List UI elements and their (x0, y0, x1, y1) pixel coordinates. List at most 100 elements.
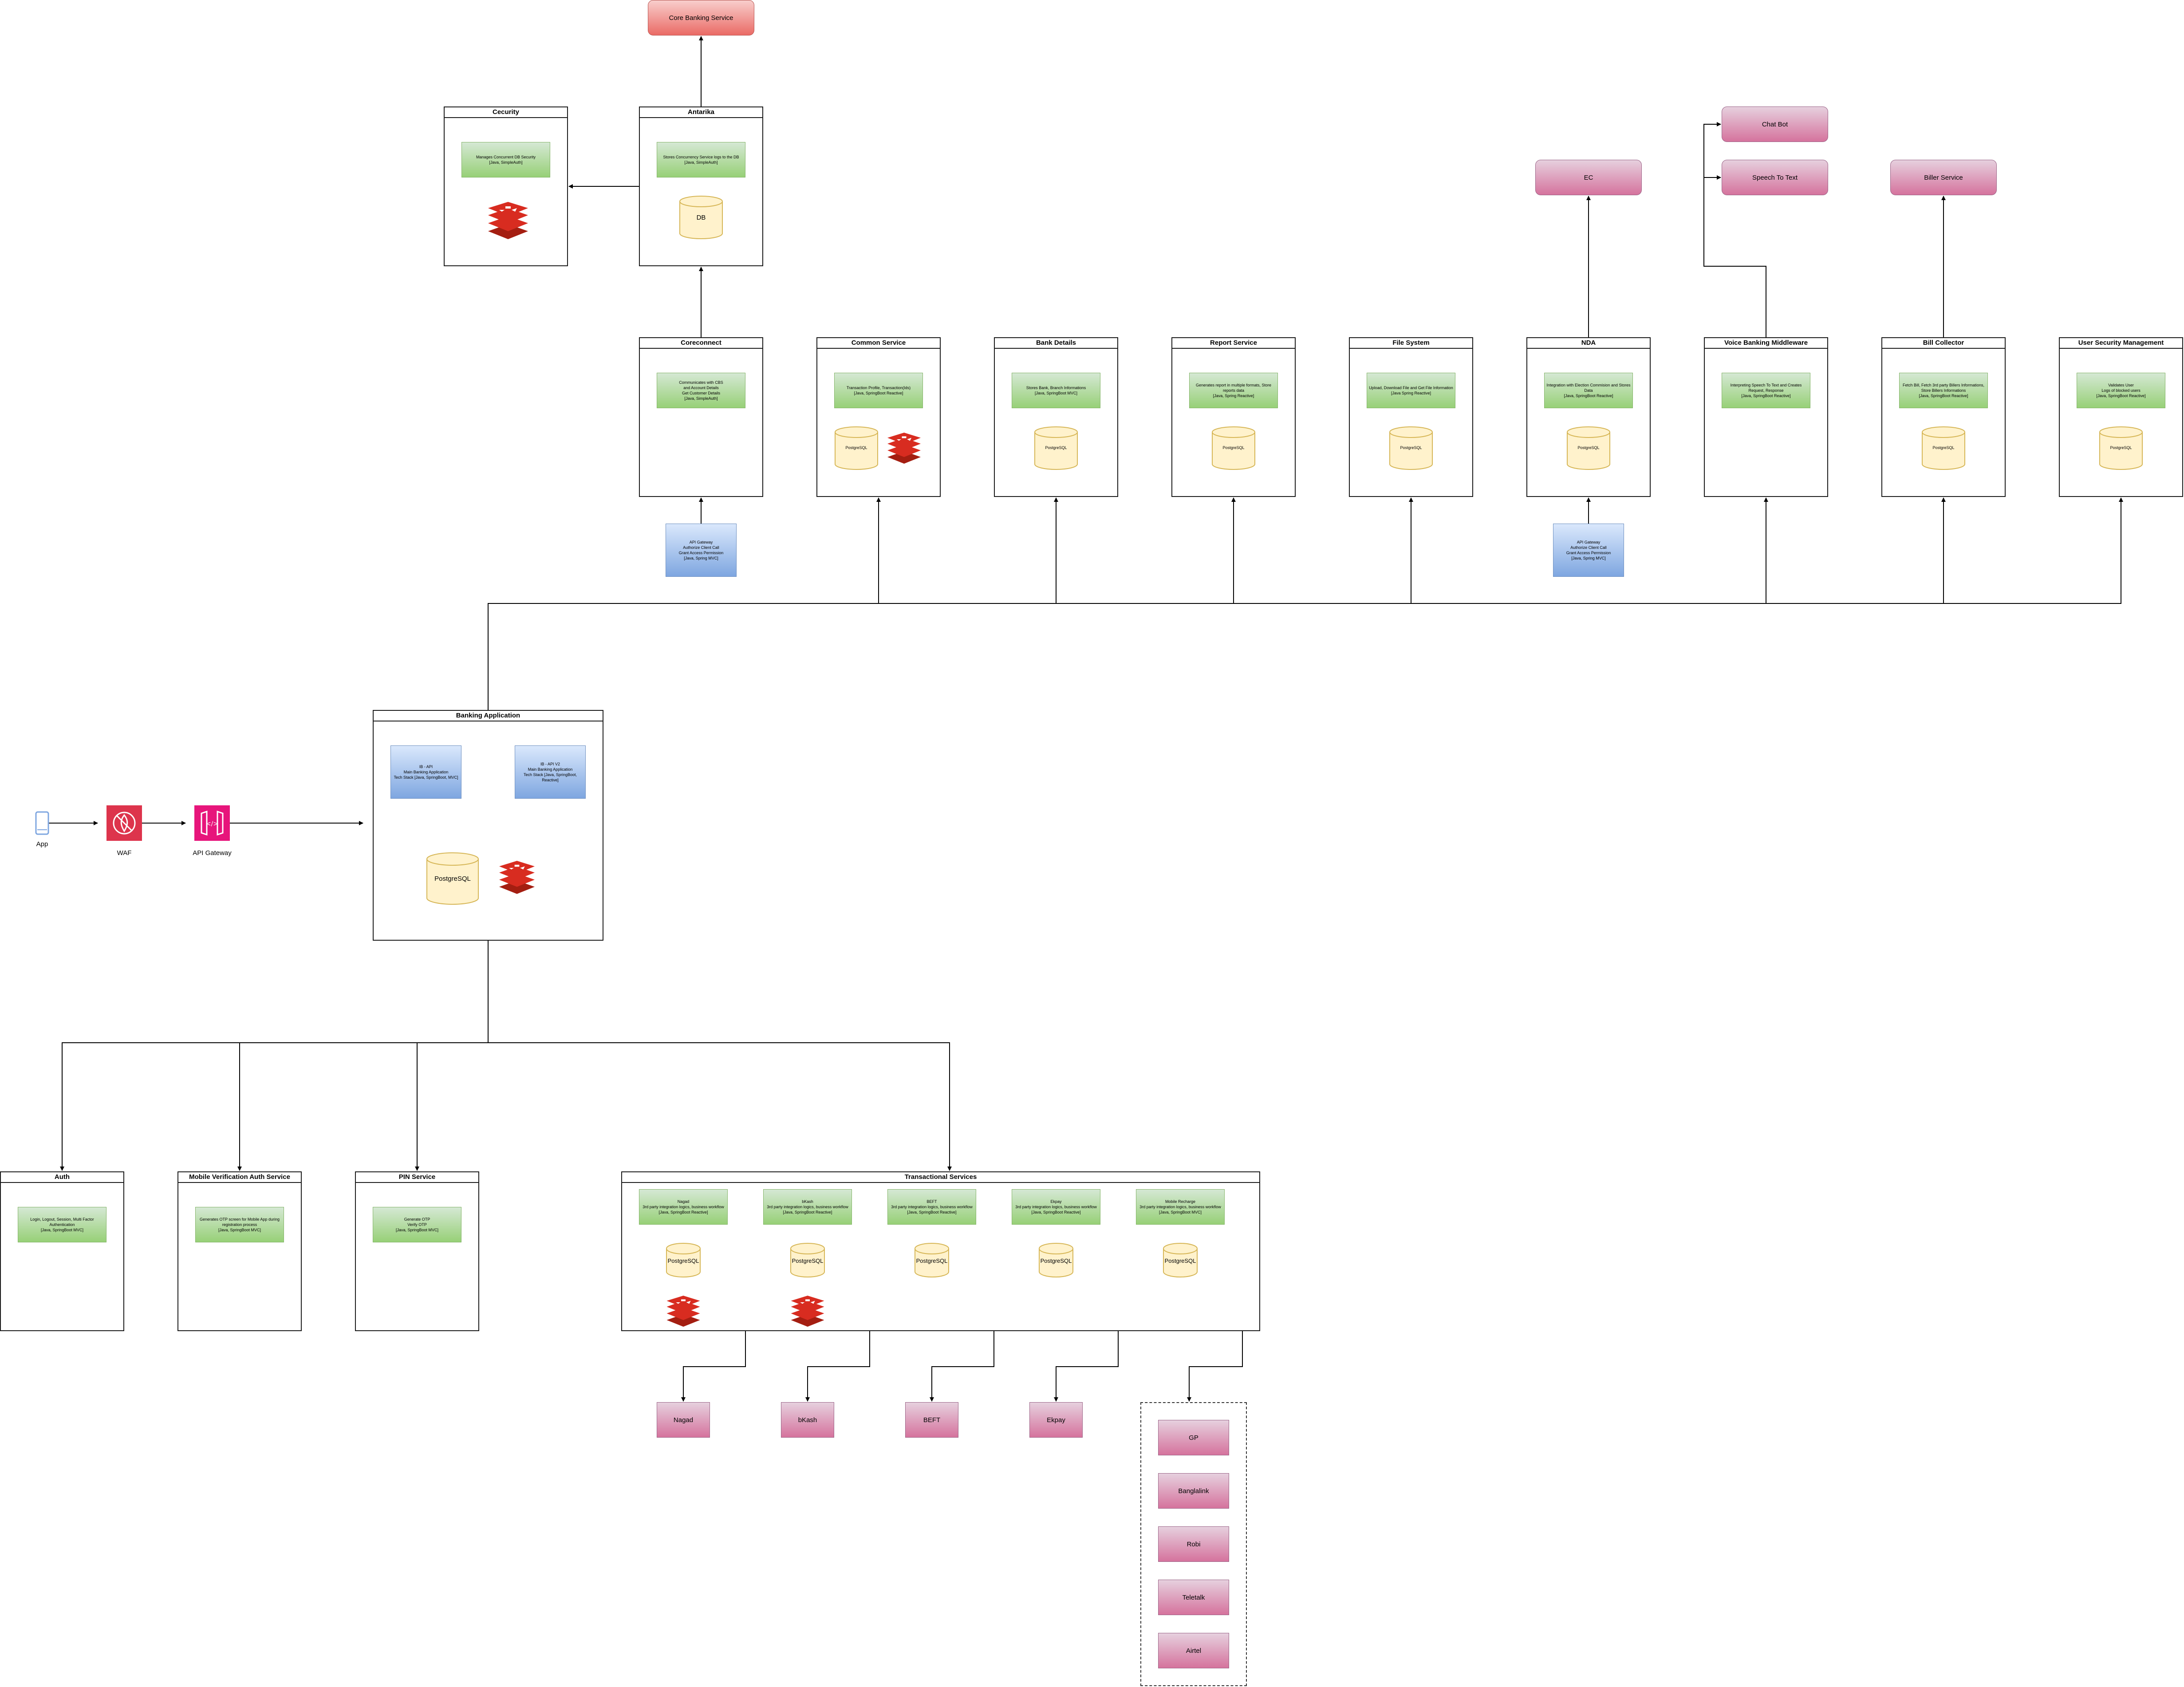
banking-application-container: Banking Application (373, 710, 603, 941)
file-system-container: File System (1349, 337, 1473, 497)
operator-teletalk[interactable]: Teletalk (1158, 1580, 1229, 1615)
pin-container: PIN Service (355, 1171, 479, 1331)
waf-icon[interactable] (106, 805, 142, 841)
bill-collector-db: PostgreSQL (1921, 426, 1966, 470)
operator-banglalink[interactable]: Banglalink (1158, 1473, 1229, 1509)
api-gateway-nda[interactable]: API Gateway Authorize Client Call Grant … (1553, 524, 1624, 577)
file-system-db: PostgreSQL (1389, 426, 1433, 470)
nda-title: NDA (1527, 338, 1650, 349)
voice-banking-middleware-title: Voice Banking Middleware (1705, 338, 1827, 349)
operator-robi[interactable]: Robi (1158, 1526, 1229, 1562)
link-bus-bank (879, 497, 1058, 604)
nda-container: NDA (1526, 337, 1651, 497)
common-service-db: PostgreSQL (834, 426, 879, 470)
transactional-db-label: PostgreSQL (916, 1257, 948, 1264)
redis-icon (488, 202, 528, 239)
link-bus-usm (1944, 497, 2123, 604)
bill-collector-title: Bill Collector (1882, 338, 2005, 349)
waf-label: WAF (117, 849, 132, 857)
pin-title: PIN Service (356, 1172, 478, 1183)
mobile-auth-title: Mobile Verification Auth Service (178, 1172, 301, 1183)
cecurity-container: Cecurity (444, 106, 568, 266)
biller-service[interactable]: Biller Service (1890, 160, 1997, 195)
common-service-db-label: PostgreSQL (845, 445, 867, 450)
transactional-db: PostgreSQL (1163, 1242, 1198, 1278)
svg-text:</>: </> (206, 820, 218, 828)
user-security-management-container: User Security Management (2059, 337, 2183, 497)
link-bank-auth (60, 941, 489, 1171)
file-system-desc: Upload, Download File and Get File Infor… (1367, 373, 1455, 408)
transactional-db: PostgreSQL (790, 1242, 825, 1278)
bank-details-container: Bank Details (994, 337, 1118, 497)
user-security-management-db: PostgreSQL (2099, 426, 2143, 470)
transactional-db-label: PostgreSQL (792, 1257, 824, 1264)
bank-details-db: PostgreSQL (1034, 426, 1078, 470)
common-service-desc: Transaction Profile, Transaction(Ids) [J… (834, 373, 923, 408)
voice-banking-middleware-desc: Interpreting Speech To Text and Creates … (1722, 373, 1810, 408)
ib-api-v2[interactable]: IB - API V2 Main Banking Application Tec… (515, 745, 586, 799)
banking-db-label: PostgreSQL (434, 875, 471, 883)
banking-application-title: Banking Application (374, 711, 603, 721)
app-label: App (36, 840, 48, 848)
transactional-item-desc: Ekpay 3rd party integration logics, busi… (1012, 1189, 1100, 1225)
link-bus-bill (1766, 497, 1946, 604)
coreconnect-container: Coreconnect (639, 337, 763, 497)
bank-details-db-label: PostgreSQL (1045, 445, 1067, 450)
link-bank-trans (488, 1042, 952, 1171)
coreconnect-title: Coreconnect (640, 338, 762, 349)
antarika-desc: Stores Concurrency Service logs to the D… (657, 142, 745, 177)
nda-db-label: PostgreSQL (1577, 445, 1600, 450)
bank-details-title: Bank Details (995, 338, 1117, 349)
transactional-item-desc: BEFT 3rd party integration logics, busin… (887, 1189, 976, 1225)
redis-icon (666, 1296, 700, 1327)
cecurity-desc: Manages Concurrent DB Security [Java, Si… (461, 142, 550, 177)
auth-desc: Login, Logout, Session, Multi Factor Aut… (18, 1207, 106, 1242)
mobile-operators-group (1140, 1402, 1247, 1686)
transactional-db: PostgreSQL (666, 1242, 701, 1278)
transactional-db-label: PostgreSQL (1164, 1257, 1196, 1264)
common-service-container: Common Service (816, 337, 941, 497)
mobile-auth-desc: Generates OTP screen for Mobile App duri… (195, 1207, 284, 1242)
api-gateway-coreconnect[interactable]: API Gateway Authorize Client Call Grant … (666, 524, 737, 577)
link-bus-common (488, 497, 881, 710)
nda-desc: Integration with Election Commision and … (1544, 373, 1633, 408)
external-nagad[interactable]: Nagad (657, 1402, 710, 1438)
banking-db: PostgreSQL (426, 852, 479, 905)
auth-title: Auth (1, 1172, 123, 1183)
transactional-item-desc: bKash 3rd party integration logics, busi… (763, 1189, 852, 1225)
user-security-management-title: User Security Management (2060, 338, 2182, 349)
bill-collector-db-label: PostgreSQL (1932, 445, 1955, 450)
transactional-db: PostgreSQL (1038, 1242, 1074, 1278)
external-bkash[interactable]: bKash (781, 1402, 834, 1438)
file-system-db-label: PostgreSQL (1400, 445, 1422, 450)
core-banking-service[interactable]: Core Banking Service (648, 0, 754, 35)
file-system-title: File System (1350, 338, 1472, 349)
report-service-db: PostgreSQL (1211, 426, 1256, 470)
mobile-phone-icon[interactable] (35, 811, 50, 835)
redis-icon (499, 861, 535, 894)
cecurity-title: Cecurity (445, 107, 567, 118)
external-beft[interactable]: BEFT (905, 1402, 958, 1438)
link-voice-chatbot (1703, 122, 1766, 337)
report-service-title: Report Service (1172, 338, 1295, 349)
api-gateway-icon[interactable]: </> (194, 805, 230, 841)
transactional-item-desc: Mobile Recharge 3rd party integration lo… (1136, 1189, 1225, 1225)
chat-bot[interactable]: Chat Bot (1722, 106, 1828, 142)
transactional-item-desc: Nagad 3rd party integration logics, busi… (639, 1189, 728, 1225)
bill-collector-desc: Fetch Bill, Fetch 3rd party Billers Info… (1899, 373, 1988, 408)
bill-collector-container: Bill Collector (1881, 337, 2006, 497)
operator-gp[interactable]: GP (1158, 1420, 1229, 1455)
antarika-container: Antarika (639, 106, 763, 266)
user-security-management-db-label: PostgreSQL (2110, 445, 2132, 450)
external-ekpay[interactable]: Ekpay (1029, 1402, 1083, 1438)
coreconnect-desc: Communicates with CBS and Account Detail… (657, 373, 745, 408)
report-service-container: Report Service (1171, 337, 1296, 497)
transactional-title: Transactional Services (622, 1172, 1259, 1183)
antarika-db-label: DB (696, 214, 706, 221)
transactional-db: PostgreSQL (914, 1242, 950, 1278)
ib-api[interactable]: IB - API Main Banking Application Tech S… (390, 745, 461, 799)
operator-airtel[interactable]: Airtel (1158, 1633, 1229, 1668)
ec-service[interactable]: EC (1535, 160, 1642, 195)
speech-to-text[interactable]: Speech To Text (1722, 160, 1828, 195)
